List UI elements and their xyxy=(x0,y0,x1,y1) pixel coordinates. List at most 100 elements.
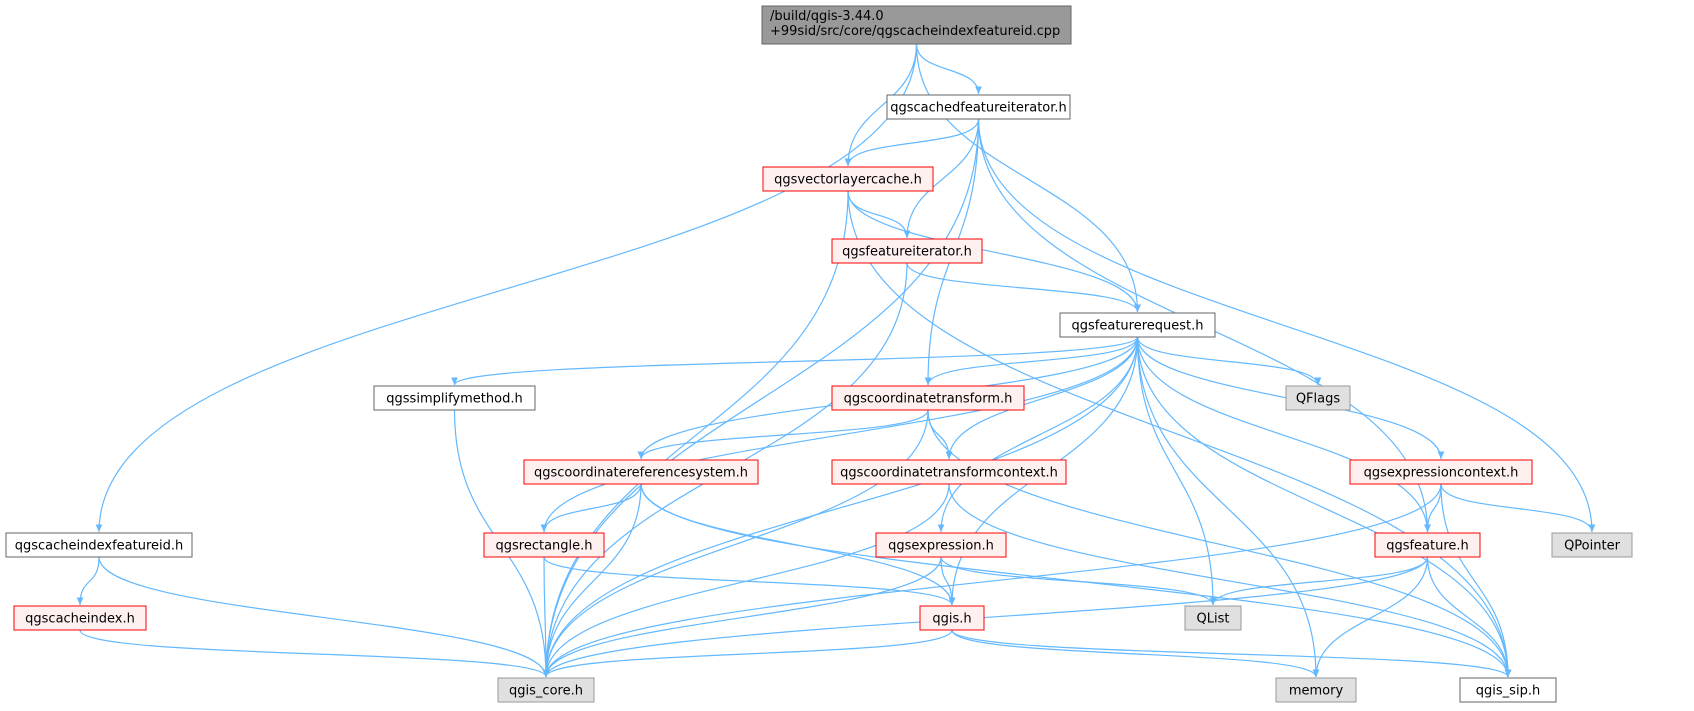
edge-feature-to-qgiscore xyxy=(542,556,1429,678)
node-box-crs xyxy=(523,459,759,485)
node-featurerequest[interactable]: qgsfeaturerequest.h xyxy=(1059,312,1216,338)
edge-crs-to-rectangle xyxy=(540,483,642,533)
edge-qgis-to-qgiscore xyxy=(542,629,953,678)
node-expression[interactable]: qgsexpression.h xyxy=(875,532,1007,558)
node-coordinatetransform[interactable]: qgscoordinatetransform.h xyxy=(831,385,1025,411)
node-cacheindexfeatureid[interactable]: qgscacheindexfeatureid.h xyxy=(5,532,193,558)
edge-featurerequest-to-transformcontext xyxy=(945,336,1139,460)
node-qgiscore[interactable]: qgis_core.h xyxy=(497,677,595,703)
node-box-simplifymethod xyxy=(373,385,536,411)
edge-expression-to-qgiscore xyxy=(542,556,942,678)
edge-cacheindexfeatureid-to-cacheindex xyxy=(76,556,100,606)
node-box-cacheindex xyxy=(13,605,147,631)
edge-vectorlayercache-to-featureiterator xyxy=(847,190,911,239)
node-label-transformcontext: qgscoordinatetransformcontext.h xyxy=(840,466,1058,481)
node-box-qpointer xyxy=(1551,532,1633,558)
edge-crs-to-qgiscore xyxy=(542,483,642,678)
edges-layer xyxy=(76,43,1596,678)
edge-featurerequest-to-expression xyxy=(937,336,1139,533)
node-cacheindex[interactable]: qgscacheindex.h xyxy=(13,605,147,631)
node-box-qgiscore xyxy=(497,677,595,703)
node-box-qgis xyxy=(919,605,985,631)
edge-cacheindexfeatureid-to-qgiscore xyxy=(98,556,550,678)
node-expressioncontext[interactable]: qgsexpressioncontext.h xyxy=(1349,459,1533,485)
node-transformcontext[interactable]: qgscoordinatetransformcontext.h xyxy=(831,459,1067,485)
edge-featurerequest-to-coordinatetransform xyxy=(924,336,1139,386)
edge-root-to-featurerequest xyxy=(915,43,1141,313)
node-label-featurerequest: qgsfeaturerequest.h xyxy=(1072,319,1204,334)
node-label-qlist: QList xyxy=(1197,612,1230,627)
edge-feature-to-qgissip xyxy=(1426,556,1512,678)
node-label-cachedfeatureiterator: qgscachedfeatureiterator.h xyxy=(890,101,1067,116)
node-label-cacheindexfeatureid: qgscacheindexfeatureid.h xyxy=(15,539,184,554)
node-label-expressioncontext: qgsexpressioncontext.h xyxy=(1364,466,1519,481)
edge-qgis-to-memory xyxy=(951,629,1320,678)
node-crs[interactable]: qgscoordinatereferencesystem.h xyxy=(523,459,759,485)
edge-transformcontext-to-qgissip xyxy=(948,483,1512,678)
node-label-coordinatetransform: qgscoordinatetransform.h xyxy=(844,392,1013,407)
node-label-simplifymethod: qgssimplifymethod.h xyxy=(386,392,522,407)
node-box-coordinatetransform xyxy=(831,385,1025,411)
edge-transformcontext-to-qgiscore xyxy=(542,483,950,678)
node-qlist[interactable]: QList xyxy=(1184,605,1242,631)
edge-featurerequest-to-rectangle xyxy=(540,336,1139,533)
edge-vectorlayercache-to-qgissip xyxy=(847,190,1512,678)
node-qgissip[interactable]: qgis_sip.h xyxy=(1459,677,1557,703)
node-label-memory: memory xyxy=(1289,684,1344,699)
node-box-qlist xyxy=(1184,605,1242,631)
edge-vectorlayercache-to-featurerequest xyxy=(847,190,1141,313)
node-label-root-line0: /build/qgis-3.44.0 xyxy=(770,9,884,24)
node-qflags[interactable]: QFlags xyxy=(1285,385,1351,411)
edge-rectangle-to-qgiscore xyxy=(542,556,550,678)
edge-coordinatetransform-to-qgiscore xyxy=(542,409,929,678)
node-box-transformcontext xyxy=(831,459,1067,485)
node-memory[interactable]: memory xyxy=(1275,677,1357,703)
edge-featurerequest-to-qflags xyxy=(1136,336,1322,386)
nodes-layer: /build/qgis-3.44.0+99sid/src/core/qgscac… xyxy=(5,5,1633,703)
edge-expression-to-qgis xyxy=(940,556,956,606)
edge-expression-to-qlist xyxy=(940,556,1217,606)
node-cachedfeatureiterator[interactable]: qgscachedfeatureiterator.h xyxy=(886,94,1071,120)
node-box-qgissip xyxy=(1459,677,1557,703)
edge-qgis-to-qgissip xyxy=(951,629,1512,678)
node-root[interactable]: /build/qgis-3.44.0+99sid/src/core/qgscac… xyxy=(761,5,1072,45)
edge-featurerequest-to-simplifymethod xyxy=(451,336,1139,386)
edge-rectangle-to-qgis xyxy=(543,556,956,606)
node-qgis[interactable]: qgis.h xyxy=(919,605,985,631)
node-qpointer[interactable]: QPointer xyxy=(1551,532,1633,558)
node-box-feature xyxy=(1374,532,1481,558)
edge-featurerequest-to-feature xyxy=(1136,336,1431,533)
edge-coordinatetransform-to-crs xyxy=(637,409,929,460)
node-box-featurerequest xyxy=(1059,312,1216,338)
node-label-cacheindex: qgscacheindex.h xyxy=(25,612,135,627)
node-box-qflags xyxy=(1285,385,1351,411)
node-label-qgis: qgis.h xyxy=(932,612,971,627)
edge-featurerequest-to-memory xyxy=(1136,336,1320,678)
node-label-qgiscore: qgis_core.h xyxy=(509,684,583,699)
node-box-rectangle xyxy=(483,532,605,558)
edge-cachedfeatureiterator-to-vectorlayercache xyxy=(844,118,980,167)
node-box-featureiterator xyxy=(831,238,983,264)
edge-cachedfeatureiterator-to-featureiterator xyxy=(903,118,980,239)
node-rectangle[interactable]: qgsrectangle.h xyxy=(483,532,605,558)
edge-cacheindex-to-qgiscore xyxy=(79,629,550,678)
node-box-root xyxy=(761,5,1072,45)
node-box-cacheindexfeatureid xyxy=(5,532,193,558)
node-label-qpointer: QPointer xyxy=(1564,539,1621,554)
node-simplifymethod[interactable]: qgssimplifymethod.h xyxy=(373,385,536,411)
node-label-feature: qgsfeature.h xyxy=(1386,539,1469,554)
node-box-cachedfeatureiterator xyxy=(886,94,1071,120)
edge-featurerequest-to-qgiscore xyxy=(542,336,1139,678)
edge-expressioncontext-to-qgissip xyxy=(1440,483,1512,678)
node-vectorlayercache[interactable]: qgsvectorlayercache.h xyxy=(762,166,934,192)
node-box-memory xyxy=(1275,677,1357,703)
edge-root-to-cacheindexfeatureid xyxy=(95,43,918,533)
node-label-vectorlayercache: qgsvectorlayercache.h xyxy=(774,173,922,188)
edge-expressioncontext-to-qpointer xyxy=(1440,483,1596,533)
node-featureiterator[interactable]: qgsfeatureiterator.h xyxy=(831,238,983,264)
edge-root-to-vectorlayercache xyxy=(844,43,918,167)
edge-root-to-cachedfeatureiterator xyxy=(915,43,982,95)
node-feature[interactable]: qgsfeature.h xyxy=(1374,532,1481,558)
node-box-expression xyxy=(875,532,1007,558)
